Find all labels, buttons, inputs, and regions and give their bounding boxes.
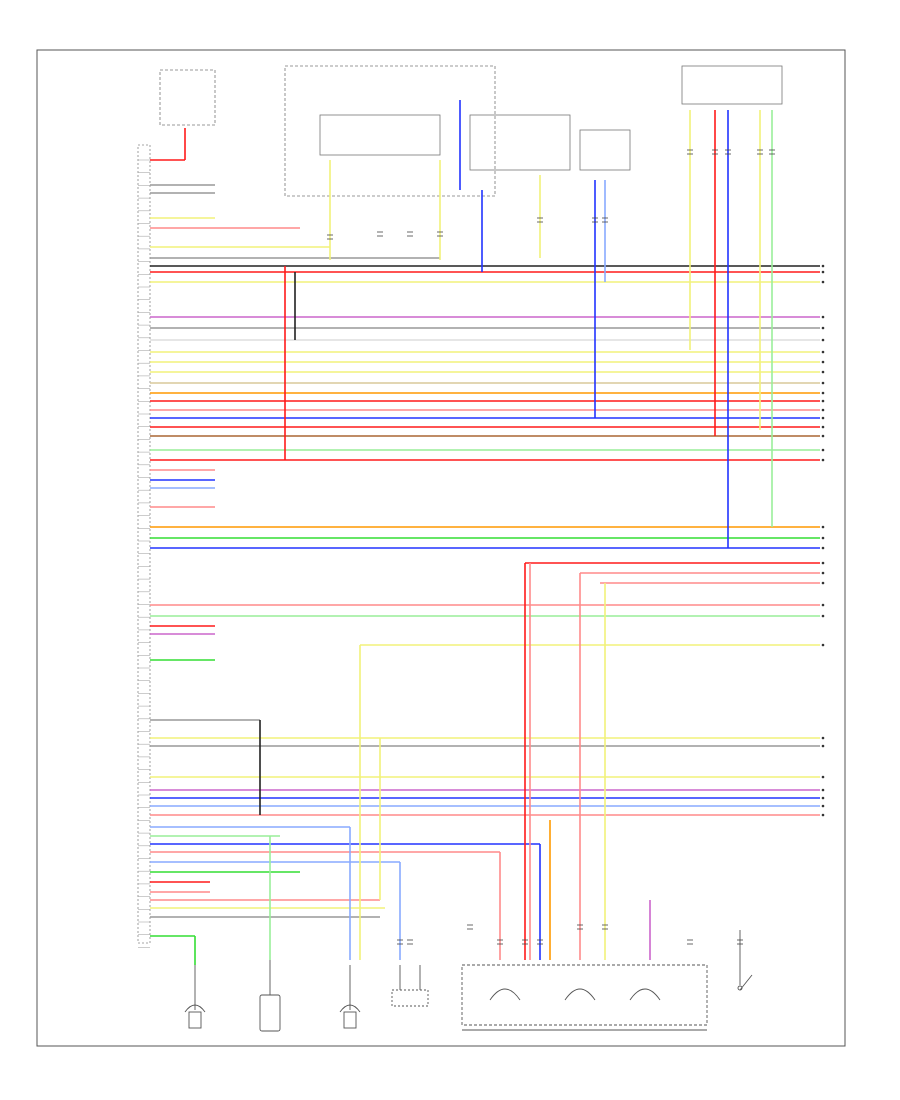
terminal-0 — [821, 264, 825, 268]
terminal-19 — [821, 536, 825, 540]
terminal-11 — [821, 399, 825, 403]
terminal-26 — [821, 643, 825, 647]
ecm-pin-labels — [138, 159, 150, 948]
terminal-13 — [821, 416, 825, 420]
terminal-28 — [821, 744, 825, 748]
terminal-9 — [821, 381, 825, 385]
terminal-23 — [821, 581, 825, 585]
terminal-33 — [821, 813, 825, 817]
terminal-2 — [821, 280, 825, 284]
ecm-connector-strip — [137, 144, 151, 944]
terminal-16 — [821, 448, 825, 452]
terminal-30 — [821, 788, 825, 792]
terminal-8 — [821, 370, 825, 374]
terminal-7 — [821, 360, 825, 364]
terminal-21 — [821, 561, 825, 565]
terminal-32 — [821, 804, 825, 808]
terminal-17 — [821, 458, 825, 462]
connector-ticks — [327, 149, 775, 945]
terminal-25 — [821, 614, 825, 618]
terminal-22 — [821, 571, 825, 575]
sensor-2-icon — [259, 960, 281, 1032]
terminal-10 — [821, 391, 825, 395]
vertical-wires — [184, 100, 773, 965]
terminal-5 — [821, 338, 825, 342]
switch-4-icon — [391, 965, 429, 1007]
terminal-31 — [821, 796, 825, 800]
terminal-4 — [821, 326, 825, 330]
terminal-6 — [821, 350, 825, 354]
terminal-29 — [821, 775, 825, 779]
terminal-24 — [821, 603, 825, 607]
diagram-frame — [36, 49, 846, 1047]
transmission-assembly — [461, 964, 708, 1031]
top-fuse-boxes — [159, 65, 783, 197]
terminal-3 — [821, 315, 825, 319]
ground-switch-icon — [737, 930, 753, 991]
wire-harness — [150, 159, 820, 937]
terminal-14 — [821, 425, 825, 429]
sensor-3-icon — [339, 965, 361, 1029]
terminal-20 — [821, 546, 825, 550]
terminal-1 — [821, 270, 825, 274]
bottom-components — [184, 930, 753, 1032]
terminal-27 — [821, 736, 825, 740]
sensor-1-icon — [184, 965, 206, 1029]
terminal-18 — [821, 525, 825, 529]
terminal-12 — [821, 408, 825, 412]
right-terminals — [821, 264, 825, 817]
terminal-15 — [821, 434, 825, 438]
